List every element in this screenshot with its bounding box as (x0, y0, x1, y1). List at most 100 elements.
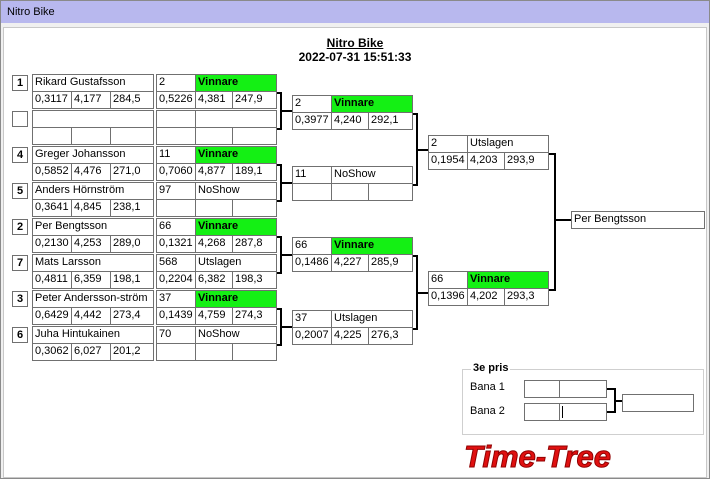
third-prize-winner-field[interactable] (622, 394, 694, 412)
r3-time-1 (292, 183, 332, 201)
racer-time-2: 4,177 (71, 91, 111, 109)
r2-speed (232, 199, 277, 217)
r2-result[interactable]: Vinnare (195, 146, 277, 164)
racer-speed: 289,0 (110, 235, 154, 253)
r2-time-2: 4,381 (195, 91, 233, 109)
racer-speed: 284,5 (110, 91, 154, 109)
r2-number[interactable]: 37 (156, 290, 196, 308)
r4-number[interactable]: 2 (428, 135, 468, 153)
racer-time-2 (71, 127, 111, 145)
racer-time-2: 6,027 (71, 343, 111, 361)
r3-result[interactable]: NoShow (331, 166, 413, 184)
r2-result[interactable]: Vinnare (195, 218, 277, 236)
r2-result[interactable]: NoShow (195, 182, 277, 200)
r2-result[interactable] (195, 110, 277, 128)
r2-number[interactable]: 97 (156, 182, 196, 200)
racer-name[interactable] (32, 110, 154, 128)
racer-name[interactable]: Anders Hörnström (32, 182, 154, 200)
r4-result[interactable]: Vinnare (467, 271, 549, 289)
racer-speed: 273,4 (110, 307, 154, 325)
racer-name[interactable]: Per Bengtsson (32, 218, 154, 236)
logo-text: Time-Tree (464, 439, 611, 474)
r2-speed: 189,1 (232, 163, 277, 181)
connector-line (277, 308, 281, 310)
connector-line (416, 148, 428, 151)
r4-number[interactable]: 66 (428, 271, 468, 289)
r3-result[interactable]: Vinnare (331, 237, 413, 255)
r4-time-1: 0,1396 (428, 288, 468, 306)
racer-time-1: 0,3062 (32, 343, 72, 361)
r2-speed (232, 343, 277, 361)
r3-result[interactable]: Utslagen (331, 310, 413, 328)
r3-time-1: 0,3977 (292, 112, 332, 130)
r2-speed: 247,9 (232, 91, 277, 109)
time-tree-logo: Time-Tree (464, 439, 612, 475)
r2-number[interactable] (156, 110, 196, 128)
r3-time-1: 0,1486 (292, 254, 332, 272)
lane2-field-b[interactable] (559, 403, 607, 421)
r2-speed: 198,3 (232, 271, 277, 289)
r3-time-1: 0,2007 (292, 327, 332, 345)
seed-number: 3 (12, 291, 28, 307)
connector-line (549, 153, 555, 155)
seed-number: 6 (12, 327, 28, 343)
racer-name[interactable]: Greger Johansson (32, 146, 154, 164)
r2-number[interactable]: 2 (156, 74, 196, 92)
r2-result[interactable]: Vinnare (195, 74, 277, 92)
seed-number: 5 (12, 183, 28, 199)
lane1-field-b[interactable] (559, 380, 607, 398)
r2-result[interactable]: Utslagen (195, 254, 277, 272)
event-datetime: 2022-07-31 15:51:33 (298, 50, 412, 64)
r3-number[interactable]: 37 (292, 310, 332, 328)
racer-time-1: 0,4811 (32, 271, 72, 289)
racer-name[interactable]: Rikard Gustafsson (32, 74, 154, 92)
racer-time-1 (32, 127, 72, 145)
r2-time-1 (156, 343, 196, 361)
connector-line (549, 289, 555, 291)
r2-speed: 274,3 (232, 307, 277, 325)
r2-number[interactable]: 11 (156, 146, 196, 164)
lane1-label: Bana 1 (470, 381, 505, 393)
r3-number[interactable]: 66 (292, 237, 332, 255)
r3-time-2: 4,240 (331, 112, 369, 130)
connector-line (280, 110, 292, 112)
r3-number[interactable]: 2 (292, 95, 332, 113)
connector-line (614, 400, 623, 402)
racer-name[interactable]: Mats Larsson (32, 254, 154, 272)
connector-line (277, 272, 281, 274)
r2-time-2: 4,877 (195, 163, 233, 181)
lane1-field-a[interactable] (524, 380, 560, 398)
r2-number[interactable]: 568 (156, 254, 196, 272)
r2-speed (232, 127, 277, 145)
r2-number[interactable]: 70 (156, 326, 196, 344)
racer-name[interactable]: Juha Hintukainen (32, 326, 154, 344)
connector-line (280, 326, 292, 328)
r2-result[interactable]: NoShow (195, 326, 277, 344)
final-winner[interactable]: Per Bengtsson (571, 211, 705, 229)
r2-number[interactable]: 66 (156, 218, 196, 236)
r4-result[interactable]: Utslagen (467, 135, 549, 153)
racer-name[interactable]: Peter Andersson-ström (32, 290, 154, 308)
r2-result[interactable]: Vinnare (195, 290, 277, 308)
r3-result[interactable]: Vinnare (331, 95, 413, 113)
connector-line (413, 184, 417, 186)
lane2-field-a[interactable] (524, 403, 560, 421)
r2-time-2 (195, 127, 233, 145)
racer-time-2: 4,442 (71, 307, 111, 325)
r3-speed: 276,3 (368, 327, 413, 345)
r2-time-1 (156, 199, 196, 217)
connector-line (280, 254, 292, 256)
racer-time-1: 0,3117 (32, 91, 72, 109)
connector-line (607, 411, 615, 413)
racer-speed: 271,0 (110, 163, 154, 181)
r4-time-2: 4,202 (467, 288, 505, 306)
r3-number[interactable]: 11 (292, 166, 332, 184)
r2-time-1 (156, 127, 196, 145)
connector-line (554, 153, 556, 291)
connector-line (277, 200, 281, 202)
seed-number (12, 111, 28, 127)
connector-line (277, 344, 281, 346)
connector-line (277, 128, 281, 130)
